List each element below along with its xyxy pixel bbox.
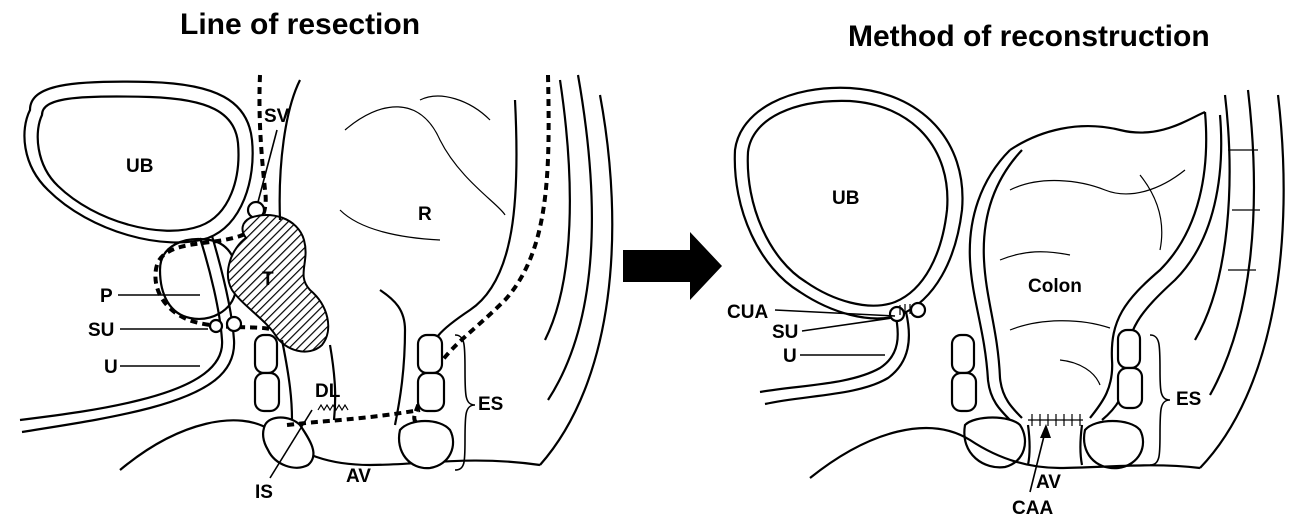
right-label-cua: CUA [727, 302, 768, 323]
right-panel: UB Colon CUA SU U ES AV CAA [727, 88, 1284, 519]
left-label-su: SU [88, 320, 114, 341]
left-perineum [120, 420, 540, 470]
left-label-is: IS [255, 482, 273, 503]
right-sacrum-3 [1200, 95, 1284, 468]
right-colon-haustra-2 [1000, 252, 1070, 260]
right-sacrum-ticks [1228, 150, 1260, 270]
right-label-es: ES [1176, 389, 1201, 410]
right-label-u: U [783, 346, 797, 367]
left-su-1 [210, 320, 222, 332]
left-dentate-line [318, 405, 348, 410]
left-label-sv: SV [264, 106, 290, 127]
right-label-colon: Colon [1028, 276, 1082, 297]
left-label-av: AV [346, 466, 371, 487]
right-su-1 [890, 307, 904, 321]
left-sphincter-l1 [255, 335, 277, 373]
right-colon-haustra-4 [1060, 360, 1100, 385]
right-caa-sutures [1028, 414, 1083, 426]
left-label-t: T [262, 269, 274, 290]
right-sphincter-r3 [1084, 421, 1143, 468]
right-label-caa: CAA [1012, 498, 1053, 519]
right-sacrum-1 [1195, 95, 1230, 340]
right-colon-haustra-1 [1010, 170, 1185, 194]
left-sacrum-2 [548, 75, 592, 400]
right-anal-canal-1 [1028, 425, 1030, 465]
left-sphincter-r2 [418, 373, 444, 411]
right-su-2 [911, 303, 925, 317]
right-label-av: AV [1036, 472, 1061, 493]
right-label-su: SU [772, 322, 798, 343]
right-sacrum-2 [1210, 90, 1254, 395]
right-caa-arrowhead-icon [1040, 424, 1051, 438]
right-sphincter-r1 [1118, 330, 1140, 368]
left-label-ub: UB [126, 156, 153, 177]
left-label-dl: DL [315, 381, 341, 402]
right-sphincter-l1 [952, 335, 974, 373]
left-panel: UB SV R T P SU U DL ES IS AV [20, 75, 612, 503]
left-rectum-back-2 [380, 290, 405, 425]
left-rectum-fold-1 [345, 107, 505, 215]
right-colon-left-wall-2 [984, 150, 1022, 418]
right-arrow-icon [623, 232, 722, 300]
left-rectum-front [280, 80, 300, 220]
right-sphincter-l2 [952, 373, 976, 411]
right-brace-es [1150, 335, 1170, 465]
left-label-p: P [100, 286, 113, 307]
left-rectum-back-1 [430, 100, 517, 360]
right-leader-su [802, 318, 892, 331]
left-brace-es [455, 335, 475, 470]
left-rectum-inner [282, 340, 292, 420]
right-anal-canal-2 [1081, 425, 1083, 465]
right-colon-top [1010, 112, 1205, 150]
left-su-2 [227, 317, 241, 331]
left-sacrum-1 [545, 80, 570, 340]
left-label-r: R [418, 204, 432, 225]
left-sphincter-l2 [255, 373, 279, 411]
left-rectum-fold-2 [420, 96, 490, 120]
left-label-u: U [104, 357, 118, 378]
left-label-es: ES [478, 394, 503, 415]
left-sphincter-r3 [399, 421, 453, 468]
left-sphincter-r1 [418, 335, 442, 373]
right-label-ub: UB [832, 188, 859, 209]
left-sacrum-3 [540, 95, 612, 465]
right-sphincter-r2 [1118, 368, 1142, 408]
right-colon-haustra-3 [1010, 321, 1110, 330]
